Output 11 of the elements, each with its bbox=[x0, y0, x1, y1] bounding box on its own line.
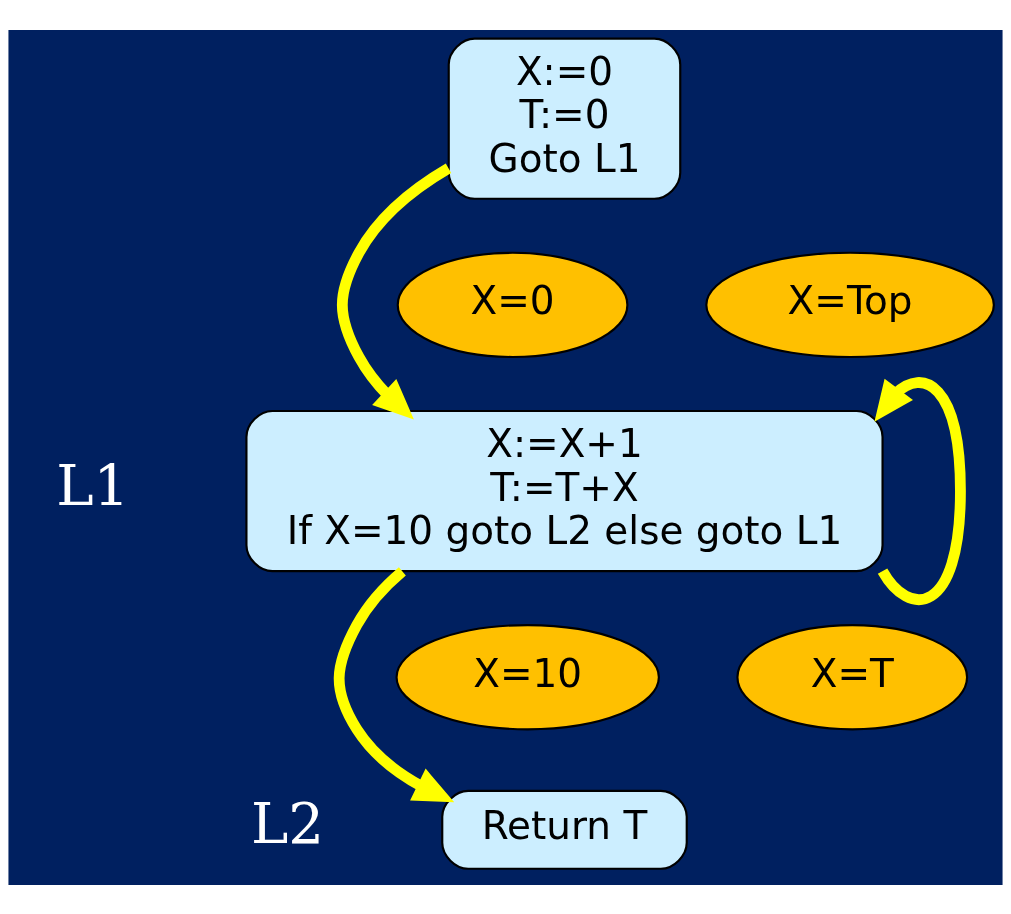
node-ellipse: X=0 bbox=[396, 251, 629, 358]
node-ellipse: X=T bbox=[736, 623, 969, 730]
node-box: Return T bbox=[441, 789, 688, 870]
arrow bbox=[333, 566, 455, 802]
node-box: X:=0 T:=0 Goto L1 bbox=[447, 37, 682, 200]
node-label: L2 bbox=[250, 790, 325, 856]
node-ellipse: X=10 bbox=[395, 623, 660, 730]
node-box: X:=X+1 T:=T+X If X=10 goto L2 else goto L1 bbox=[245, 409, 884, 572]
arrow bbox=[336, 163, 452, 420]
node-ellipse: X=Top bbox=[705, 251, 995, 358]
node-label: L1 bbox=[56, 452, 130, 518]
